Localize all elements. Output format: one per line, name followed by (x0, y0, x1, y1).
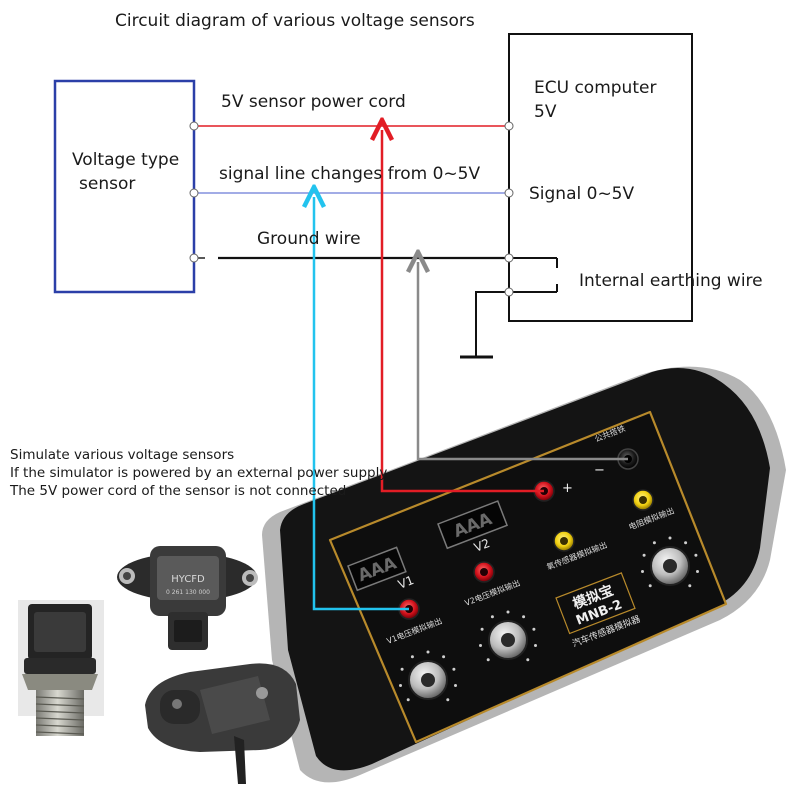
terminal-sensor-ground (189, 253, 199, 263)
position-sensor (145, 663, 300, 784)
knob-scale-dot (486, 658, 490, 662)
knob-scale-dot (506, 610, 510, 614)
ground-probe-line (418, 262, 628, 461)
knob-scale-dot (522, 615, 526, 619)
plus-sign: + (562, 481, 573, 496)
v2-label: V2 (472, 536, 492, 555)
knob-scale-dot (446, 698, 450, 702)
terminal-ecu-earth (504, 287, 514, 297)
ecu-box (508, 33, 693, 322)
knob-scale-dot (410, 655, 414, 659)
knob-scale-dot (426, 650, 430, 654)
sensor-brand-label: HYCFD (171, 574, 205, 585)
knob-scale-dot (400, 667, 404, 671)
knob-scale-dot (648, 584, 652, 588)
pressure-sensor (18, 600, 104, 736)
knob-v1[interactable] (408, 660, 448, 700)
terminal-sensor-signal (189, 188, 199, 198)
knob-scale-dot (490, 615, 494, 619)
knob-scale-marks (399, 536, 699, 702)
signal-line-label: signal line changes from 0~5V (219, 164, 481, 184)
throttle-sensor: HYCFD 0 261 130 000 (117, 546, 258, 650)
note-line-2: If the simulator is powered by an extern… (10, 465, 388, 481)
knob-scale-dot (534, 644, 537, 647)
ecu-voltage-label: 5V (534, 102, 557, 122)
knob-scale-dot (480, 627, 484, 631)
note-line-1: Simulate various voltage sensors (10, 447, 235, 463)
knob-scale-dot (479, 644, 482, 647)
terminal-ecu-ground (504, 253, 514, 263)
minus-sign: − (594, 463, 605, 478)
ecu-label: ECU computer (534, 78, 657, 98)
v1-label: V1 (396, 573, 416, 592)
diagram-title: Circuit diagram of various voltage senso… (115, 11, 475, 31)
power-cord-label: 5V sensor power cord (221, 92, 406, 112)
sensor-code-label: 0 261 130 000 (166, 589, 210, 596)
knob-resistance[interactable] (650, 546, 690, 586)
signal-probe-line (314, 197, 409, 611)
ground-wire-label: Ground wire (257, 229, 361, 249)
power-probe-line (382, 130, 544, 493)
knob-scale-dot (652, 541, 656, 545)
terminal-ecu-power (504, 121, 514, 131)
knob-scale-dot (526, 658, 530, 662)
knob-scale-dot (406, 698, 410, 702)
sensor-box (53, 79, 196, 294)
knob-scale-dot (688, 584, 692, 588)
knob-scale-dot (452, 667, 456, 671)
simulator-device: AAA AAA V1 V2 (262, 366, 786, 783)
ecu-signal-label: Signal 0~5V (529, 184, 635, 204)
knob-scale-dot (641, 570, 644, 573)
terminal-ecu-signal (504, 188, 514, 198)
knob-scale-dot (442, 655, 446, 659)
note-line-3: The 5V power cord of the sensor is not c… (10, 483, 347, 499)
knob-scale-dot (399, 684, 402, 687)
knob-scale-dot (694, 553, 698, 557)
terminal-sensor-power (189, 121, 199, 131)
knob-scale-dot (642, 553, 646, 557)
device-panel (328, 410, 728, 744)
sensor-label-line1: Voltage type (72, 150, 180, 170)
knob-v2[interactable] (488, 620, 528, 660)
knob-scale-dot (668, 536, 672, 540)
knob-scale-dot (684, 541, 688, 545)
sensor-label-line2: sensor (79, 174, 136, 194)
internal-earth-label: Internal earthing wire (579, 271, 763, 291)
chassis-ground-lead (475, 291, 509, 357)
knob-scale-dot (532, 627, 536, 631)
knob-scale-dot (454, 684, 457, 687)
knob-scale-dot (696, 570, 699, 573)
